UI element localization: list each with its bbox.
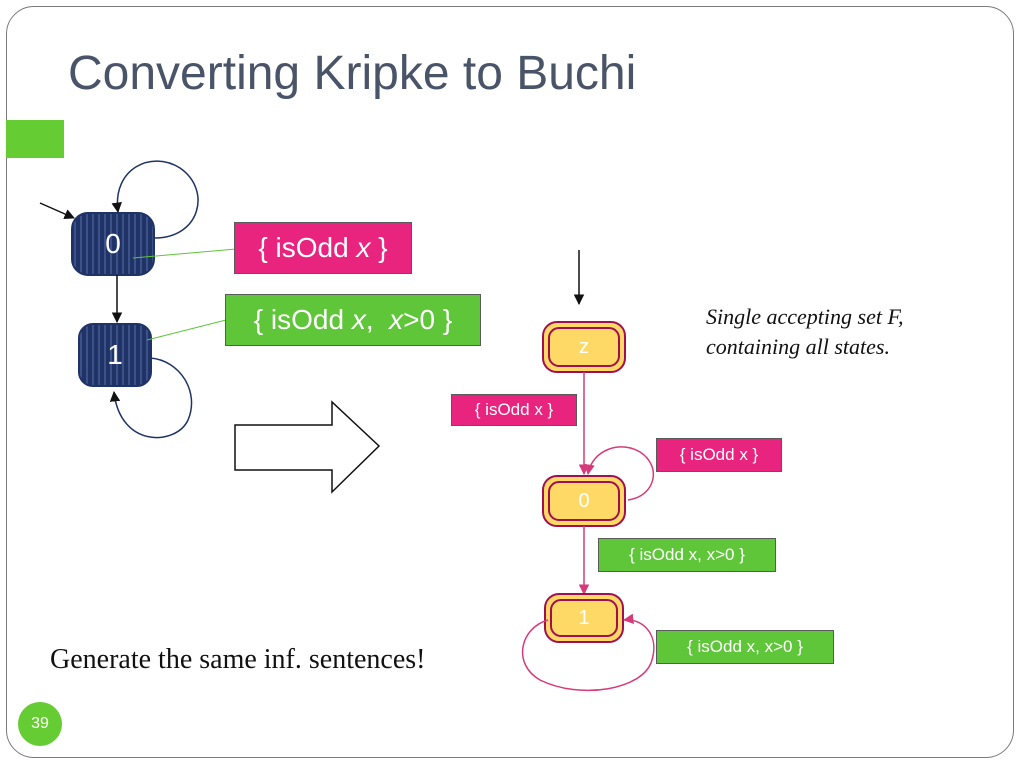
kripke-self-loop-0 <box>111 160 199 239</box>
kripke-state-0-label: 0 <box>105 228 121 259</box>
kripke-label-1-rest: >0 } <box>403 304 453 335</box>
kripke-label-1-var1: x <box>351 304 366 335</box>
note-line-2: containing all states. <box>706 334 890 359</box>
kripke-label-0-suffix: } <box>370 232 388 263</box>
slide-title: Converting Kripke to Buchi <box>68 47 637 100</box>
kripke-state-1-label: 1 <box>107 339 123 370</box>
kripke-self-loop-1 <box>109 357 193 439</box>
page-number: 39 <box>18 702 62 746</box>
slide-frame <box>6 6 1014 758</box>
buchi-state-z-inner <box>548 327 620 367</box>
buchi-state-z-label: z <box>579 335 589 358</box>
kripke-label-0-prefix: { isOdd <box>258 232 357 263</box>
buchi-transition-label-0-0: { isOdd x } <box>656 438 782 472</box>
buchi-transition-label-0-1: { isOdd x, x>0 } <box>598 538 776 572</box>
kripke-label-0-var: x <box>356 232 371 263</box>
kripke-label-1: { isOdd x, x>0 } <box>225 294 481 346</box>
accent-bar <box>6 120 64 158</box>
buchi-state-1-label: 1 <box>578 606 590 629</box>
buchi-self-loop-0 <box>584 446 655 501</box>
buchi-automaton <box>521 250 655 692</box>
kripke-label-1-mid: , <box>365 304 390 335</box>
kripke-state-1 <box>78 323 152 387</box>
conversion-arrow <box>234 400 381 494</box>
buchi-state-0-label: 0 <box>578 489 590 512</box>
buchi-state-0-inner <box>548 481 620 521</box>
kripke-structure <box>39 160 237 439</box>
kripke-label-1-var2: x <box>389 304 404 335</box>
buchi-state-1-inner <box>550 599 618 637</box>
note-line-1: Single accepting set F, <box>706 304 904 329</box>
kripke-initial-arrow <box>39 202 75 219</box>
buchi-self-loop-1 <box>521 613 655 692</box>
buchi-transition-label-z-0: { isOdd x } <box>451 394 577 426</box>
kripke-label-0: { isOdd x } <box>234 222 412 274</box>
kripke-state-0 <box>71 212 155 276</box>
label-connector-1 <box>146 319 227 341</box>
buchi-transition-label-1-1: { isOdd x, x>0 } <box>656 630 834 664</box>
footer-text: Generate the same inf. sentences! <box>50 644 426 675</box>
kripke-label-1-prefix: { isOdd <box>253 304 352 335</box>
label-connector-0 <box>132 248 237 259</box>
accepting-set-note: Single accepting set F, containing all s… <box>706 302 976 362</box>
